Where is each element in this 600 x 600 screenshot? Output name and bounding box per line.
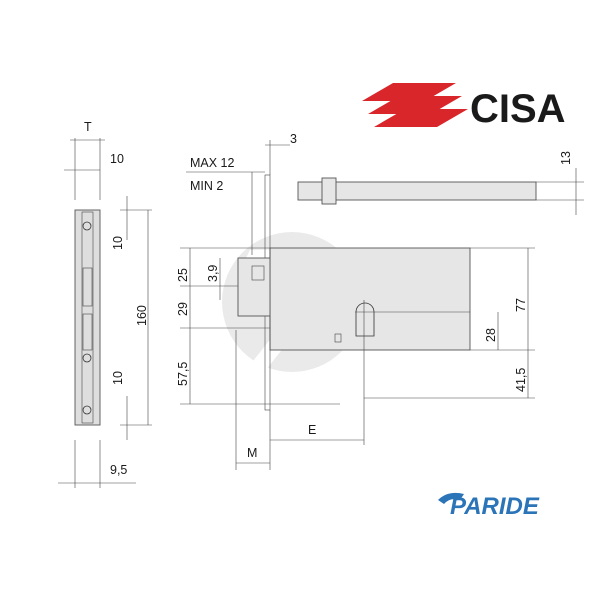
cisa-stripes-icon [362,83,468,127]
dim-41-5: 41,5 [514,368,528,392]
front-plate [74,209,101,426]
lock-case [269,247,471,351]
dim-max-12: MAX 12 [190,156,235,170]
paride-swoosh-icon [438,492,464,504]
spindle-dim: 13 [536,151,584,215]
lock-body-view [237,174,537,445]
dim-10-top: 10 [111,236,125,250]
dim-t: T [84,120,92,134]
bolt-opening [82,313,93,351]
screw-hole-top [82,221,92,231]
body-right-dims: 77 41,5 28 [364,247,535,399]
paride-logo-text: PARIDE [450,493,540,520]
backset-dims: 3 MAX 12 MIN 2 [186,132,297,255]
latch-opening [82,267,93,307]
paride-logo: PARIDE [438,492,540,520]
dim-9-5: 9,5 [110,463,127,477]
dim-m: M [247,446,257,460]
latch-detail [251,265,265,281]
cisa-logo: CISA [362,83,566,131]
dim-10-bottom: 10 [111,371,125,385]
dim-13: 13 [559,151,573,165]
cisa-logo-text: CISA [470,87,566,131]
dim-160: 160 [135,305,149,326]
latch-bolt [237,257,271,317]
keyhole-marker [334,333,342,343]
dim-3: 3 [290,132,297,146]
front-plate-view: T 10 160 10 10 9,5 [58,120,152,488]
dim-57-5: 57,5 [176,362,190,386]
cylinder-keyhole [355,302,375,337]
spindle-bar [297,181,537,201]
dim-29: 29 [176,302,190,316]
screw-hole-bottom [82,405,92,415]
cylinder-hole [82,353,92,363]
dim-10-front: 10 [110,152,124,166]
dim-28: 28 [484,328,498,342]
dim-e: E [308,423,316,437]
dim-77: 77 [514,298,528,312]
dim-min-2: MIN 2 [190,179,223,193]
dim-3-9: 3,9 [206,265,220,282]
bottom-dims: E M [235,330,364,470]
body-left-dims: 25 29 57,5 3,9 [176,247,340,405]
dim-25: 25 [176,268,190,282]
